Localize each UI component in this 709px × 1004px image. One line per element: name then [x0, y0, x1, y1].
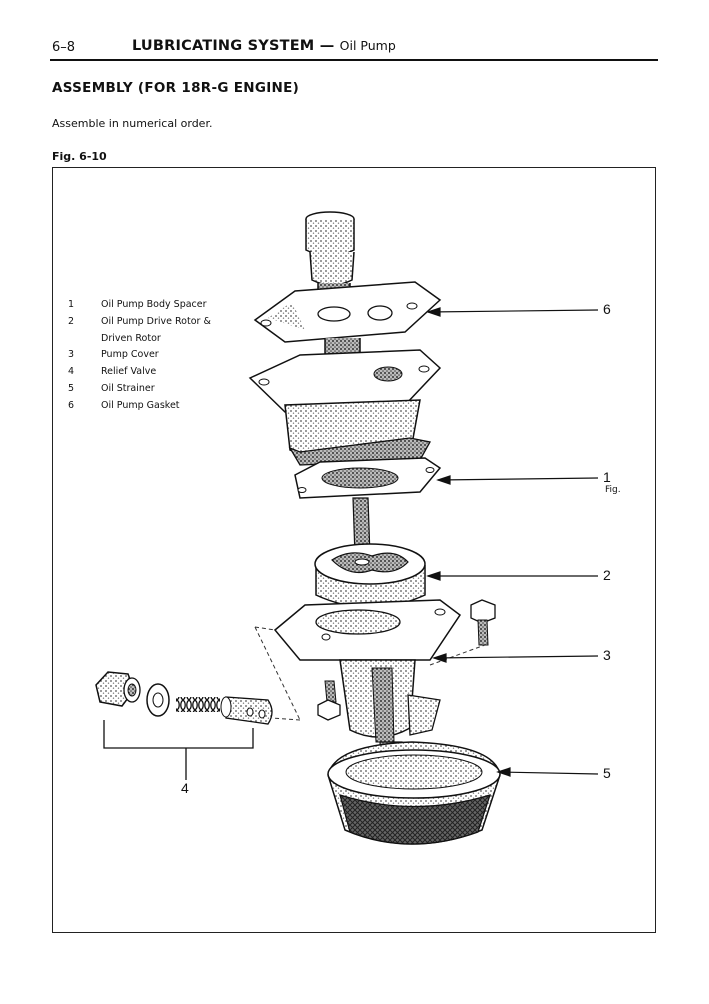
- cover-bolt-right: [470, 599, 496, 646]
- oil-strainer-part: [327, 741, 501, 845]
- relief-valve-part: [95, 671, 273, 725]
- legend-number: [68, 331, 101, 348]
- section-title: LUBRICATING SYSTEM: [132, 38, 315, 54]
- legend-label: Oil Pump Gasket: [101, 399, 180, 411]
- legend-row: 3 Pump Cover: [68, 347, 241, 364]
- legend-label: Oil Strainer: [101, 382, 155, 394]
- legend-row: 5 Oil Strainer: [68, 381, 241, 398]
- callout-6: 6: [603, 301, 611, 317]
- relief-valve-bracket: [103, 720, 254, 780]
- callout-5: 5: [603, 765, 611, 781]
- leader-lines: [426, 307, 599, 777]
- legend-row: Driven Rotor: [68, 331, 241, 348]
- legend-label: Pump Cover: [101, 349, 159, 361]
- legend-number: 3: [68, 349, 75, 361]
- drive-and-driven-rotor-part: [314, 543, 426, 609]
- legend-row: 2 Oil Pump Drive Rotor &: [68, 314, 241, 331]
- legend-label: Oil Pump Body Spacer: [101, 299, 207, 310]
- callout-4: 4: [181, 780, 189, 796]
- legend-number: 2: [68, 315, 75, 327]
- legend-number: 4: [68, 366, 75, 378]
- figure-caption: Fig. 6-10: [52, 150, 107, 163]
- page-number: 6–8: [52, 40, 76, 55]
- callout-1-note: Fig.: [605, 485, 621, 495]
- instruction-text: Assemble in numerical order.: [52, 117, 213, 130]
- legend-row: 6 Oil Pump Gasket: [68, 398, 241, 415]
- legend-label: Relief Valve: [101, 366, 157, 378]
- oil-pump-body-part: [248, 349, 442, 499]
- header-rule: [50, 59, 658, 61]
- callout-1: 1: [603, 469, 611, 485]
- oil-pump-gasket-part: [253, 281, 442, 343]
- legend-label: Driven Rotor: [101, 332, 161, 344]
- header-separator: —: [319, 38, 335, 54]
- section-heading: ASSEMBLY (FOR 18R-G ENGINE): [52, 80, 300, 96]
- pump-cover-part: [273, 599, 462, 779]
- callout-3: 3: [603, 647, 611, 663]
- legend-number: 6: [68, 399, 75, 411]
- legend-number: 1: [68, 299, 75, 310]
- alignment-lines: [254, 626, 486, 721]
- legend-label: Oil Pump Drive Rotor &: [101, 315, 211, 327]
- parts-legend: 1 Oil Pump Body Spacer 2 Oil Pump Drive Ro…: [68, 297, 241, 415]
- legend-row: 4 Relief Valve: [68, 364, 241, 381]
- cover-bolt-left: [317, 680, 341, 721]
- legend-row: 1 Oil Pump Body Spacer: [68, 297, 241, 314]
- figure-frame: [52, 167, 656, 933]
- legend-number: 5: [68, 382, 75, 394]
- callout-2: 2: [603, 567, 611, 583]
- page-header: LUBRICATING SYSTEM — Oil Pump: [132, 38, 396, 54]
- subsection-title: Oil Pump: [339, 38, 396, 53]
